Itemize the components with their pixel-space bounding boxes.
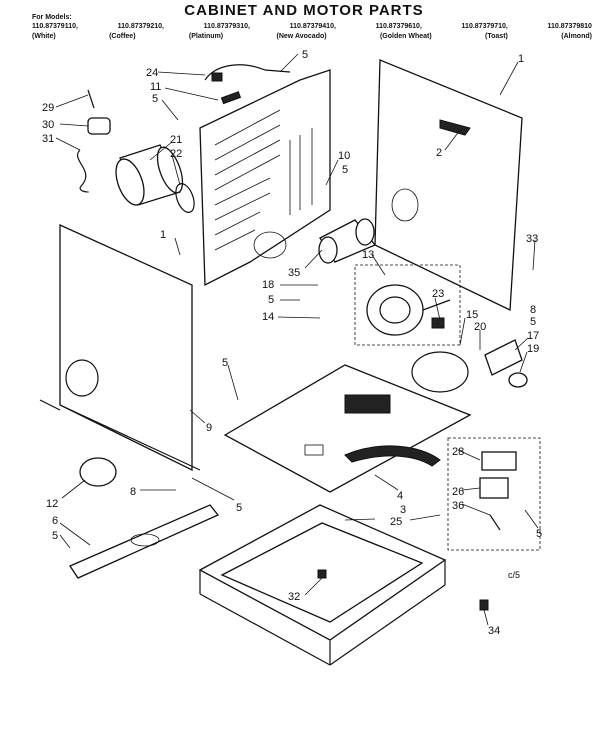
callout: 3 xyxy=(400,504,406,516)
callout: 19 xyxy=(527,343,539,355)
callout: 32 xyxy=(288,591,300,603)
toe-plate xyxy=(69,504,220,579)
drive-motor xyxy=(354,264,461,346)
callout: 13 xyxy=(362,249,374,261)
model-list: 110.87379110, 110.87379210, 110.87379310… xyxy=(32,23,592,30)
callout: 2 xyxy=(436,147,442,159)
model-color: (Toast) xyxy=(485,33,508,40)
callout: 5 xyxy=(342,164,348,176)
switch-assembly xyxy=(447,437,541,551)
idler-wheel xyxy=(508,372,528,388)
callout: 18 xyxy=(262,279,274,291)
callout: 5 xyxy=(268,294,274,306)
left-side-panel xyxy=(59,223,193,472)
model-number: 110.87379210, xyxy=(117,23,164,30)
callout: 14 xyxy=(262,311,274,323)
callout: 6 xyxy=(52,515,58,527)
rear-panel xyxy=(199,69,331,287)
callout: 9 xyxy=(206,422,212,434)
callout: 15 xyxy=(466,309,478,321)
callout: 36 xyxy=(452,500,464,512)
color-list: (White) (Coffee) (Platinum) (New Avocado… xyxy=(32,33,592,40)
corner-note: c/5 xyxy=(508,570,521,580)
screw xyxy=(87,89,95,109)
callout: 25 xyxy=(390,516,402,528)
model-color: (Almond) xyxy=(561,33,592,40)
callout: 11 xyxy=(150,81,161,93)
callout: 5 xyxy=(302,49,308,61)
callout: 23 xyxy=(432,288,444,300)
callout: 5 xyxy=(52,530,58,542)
callout: 5 xyxy=(222,357,228,369)
wire-harness xyxy=(204,64,291,81)
base-plate xyxy=(223,364,472,493)
model-number: 110.87379610, xyxy=(375,23,422,30)
callout: 34 xyxy=(488,625,500,637)
model-color: (Golden Wheat) xyxy=(379,33,432,40)
model-number: 110.87379710, xyxy=(461,23,508,30)
leader-lines xyxy=(55,53,539,626)
leveling-leg xyxy=(479,599,489,611)
callout: 10 xyxy=(338,150,350,162)
callout: 21 xyxy=(170,134,182,146)
model-color: (Coffee) xyxy=(109,33,136,40)
mounting-bracket xyxy=(87,117,111,135)
exhaust-duct xyxy=(115,144,195,213)
model-number: 110.87379110, xyxy=(32,23,78,30)
callout: 1 xyxy=(160,229,166,241)
page-title: CABINET AND MOTOR PARTS xyxy=(184,2,424,19)
callout: 30 xyxy=(42,119,54,131)
idler-pulley xyxy=(484,339,523,376)
base-frame xyxy=(198,504,447,666)
model-number: 110.87379310, xyxy=(203,23,250,30)
callout: 28 xyxy=(452,446,464,458)
callout: 5 xyxy=(152,93,158,105)
callout: 5 xyxy=(236,502,242,514)
callout: 24 xyxy=(146,67,158,79)
model-color: (New Avocado) xyxy=(276,33,327,40)
model-number: 110.87379810 xyxy=(547,23,592,30)
callout: 8 xyxy=(130,486,136,498)
callout: 12 xyxy=(46,498,58,510)
callout: 5 xyxy=(530,316,536,328)
model-color: (Platinum) xyxy=(188,33,224,40)
wire xyxy=(77,149,89,193)
model-color: (White) xyxy=(32,33,56,40)
callout: 17 xyxy=(527,330,539,342)
harness-plug xyxy=(211,72,223,82)
callout: 5 xyxy=(536,528,542,540)
callout: 29 xyxy=(42,102,54,114)
callout: 31 xyxy=(42,133,54,145)
for-models-label: For Models: xyxy=(32,14,72,21)
model-number: 110.87379410, xyxy=(289,23,336,30)
drive-belt xyxy=(411,351,469,393)
callout: 26 xyxy=(452,486,464,498)
foot-pad xyxy=(79,457,117,487)
callout: 35 xyxy=(288,267,300,279)
callout: 22 xyxy=(170,148,182,160)
callout: 33 xyxy=(526,233,538,245)
callout: 20 xyxy=(474,321,486,333)
callout: 1 xyxy=(518,53,524,65)
callout: 4 xyxy=(397,490,403,502)
right-side-panel xyxy=(374,59,523,312)
callout: 8 xyxy=(530,304,536,316)
capacitor xyxy=(318,218,377,264)
callout-labels: 24 11 5 5 29 30 31 21 22 10 5 1 2 33 13 … xyxy=(42,49,542,637)
